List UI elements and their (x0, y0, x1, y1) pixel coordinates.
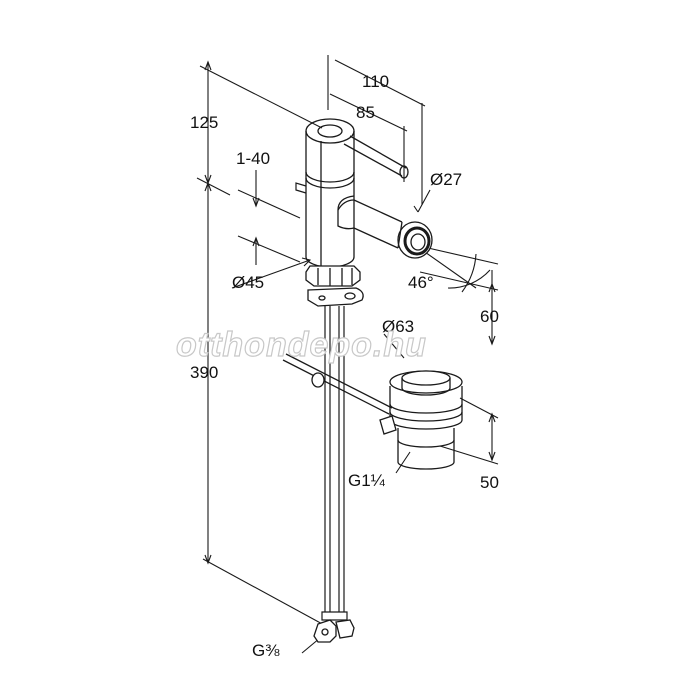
drain-pull-rod (282, 353, 393, 415)
watermark-text: otthondepo.hu (176, 326, 427, 364)
dim-390-label: 390 (190, 363, 218, 382)
dimension-60-lines (419, 270, 499, 346)
dim-110-label: 110 (362, 72, 389, 91)
dim-1-40-label: 1-40 (236, 149, 270, 168)
mounting-nut (305, 265, 361, 287)
dimension-27-lines (413, 189, 431, 213)
dimension-50-lines (439, 412, 499, 465)
dimension-1-40-lines (237, 170, 301, 265)
faucet-body (305, 118, 355, 268)
side-pin (295, 182, 307, 194)
pop-up-waste (379, 370, 463, 470)
dim-60-label: 60 (480, 307, 499, 326)
spout (337, 195, 433, 259)
hose-connectors (313, 619, 355, 643)
g-3-8-label: G⅜ (252, 641, 280, 660)
dimension-110-lines (327, 55, 426, 205)
dimension-390-lines (202, 181, 327, 627)
supply-hoses (321, 306, 348, 621)
dim-85-label: 85 (356, 103, 375, 122)
dim-27-label: Ø27 (430, 170, 462, 189)
mixer-lever (343, 135, 409, 179)
mounting-bracket (307, 287, 364, 307)
dimension-45-lines (231, 257, 312, 289)
dim-50-label: 50 (480, 473, 499, 492)
g-1-1-4-label: G1¼ (348, 471, 386, 490)
g1-1-4-leader (395, 451, 411, 474)
dimension-85-lines (329, 93, 408, 182)
dim-46-label: 46° (408, 273, 434, 292)
dim-45-label: Ø45 (232, 273, 264, 292)
dim-125-label: 125 (190, 113, 218, 132)
dim-63-label: Ø63 (382, 317, 414, 336)
